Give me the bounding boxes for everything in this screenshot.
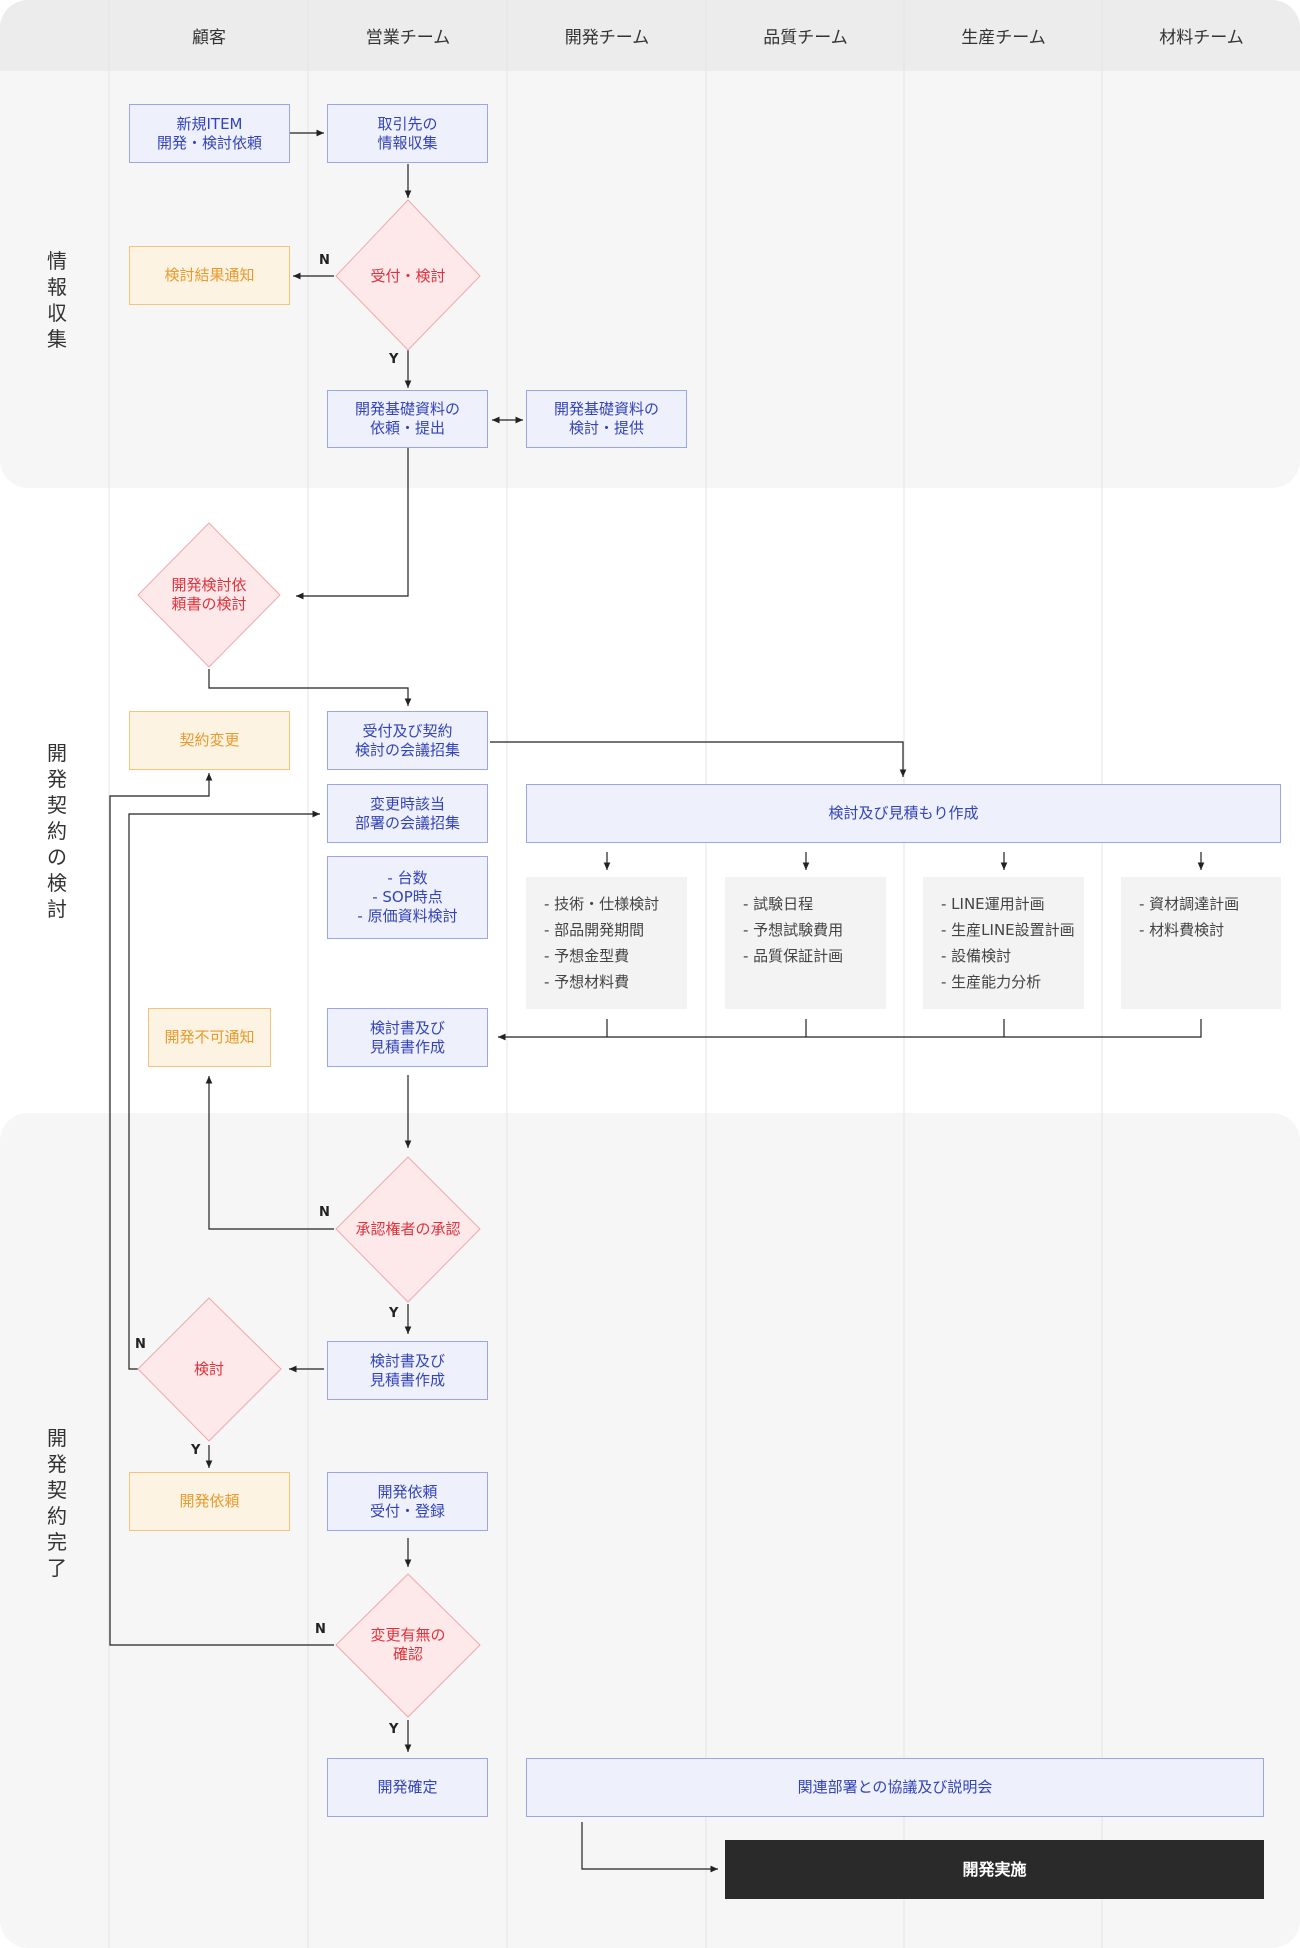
node-review-items: - 台数 - SOP時点 - 原価資料検討	[327, 856, 488, 939]
no-label-review: N	[135, 1337, 146, 1352]
list-production-tasks: - LINE運用計画 - 生産LINE設置計画 - 設備検討 - 生産能力分析	[923, 877, 1084, 1009]
decision-accept-review: 受付・検討	[370, 266, 446, 285]
yes-label-approval: Y	[389, 1306, 399, 1321]
lane-header-quality: 品質チーム	[763, 28, 848, 48]
no-label-change-check: N	[315, 1622, 326, 1637]
node-new-item-request: 新規ITEM 開発・検討依頼	[129, 104, 290, 163]
connectors	[109, 129, 1205, 1873]
list-development-tasks: - 技術・仕様検討 - 部品開発期間 - 予想金型費 - 予想材料費	[526, 877, 687, 1009]
node-result-notice: 検討結果通知	[129, 246, 290, 305]
phase-label-contract-review: 開 発 契 約 の 検 討	[47, 741, 67, 921]
node-contract-change: 契約変更	[129, 711, 290, 770]
no-label-accept-review: N	[319, 253, 330, 268]
node-docs-create-2: 検討書及び 見積書作成	[327, 1341, 488, 1400]
lane-header-customer: 顧客	[192, 28, 226, 48]
lane-header-material: 材料チーム	[1159, 28, 1244, 48]
phase-label-info: 情 報 収 集	[47, 249, 67, 351]
decision-request-review: 開発検討依 頼書の検討	[171, 576, 247, 613]
yes-label-change-check: Y	[389, 1722, 399, 1737]
node-basic-docs-request: 開発基礎資料の 依頼・提出	[327, 390, 488, 448]
diamond-request-review	[137, 522, 281, 668]
node-dev-register: 開発依頼 受付・登録	[327, 1472, 488, 1531]
phase-band-info	[0, 0, 1300, 488]
node-discussion-meeting: 関連部署との協議及び説明会	[526, 1758, 1264, 1817]
diamond-approval	[335, 1156, 481, 1303]
decision-change-check: 変更有無の 確認	[370, 1626, 446, 1663]
decision-approval: 承認権者の承認	[355, 1219, 461, 1238]
node-dev-request: 開発依頼	[129, 1472, 290, 1531]
node-collect-info: 取引先の 情報収集	[327, 104, 488, 163]
node-accept-contract-meeting: 受付及び契約 検討の会議招集	[327, 711, 488, 770]
node-change-meeting: 変更時該当 部署の会議招集	[327, 784, 488, 843]
node-basic-docs-review: 開発基礎資料の 検討・提供	[526, 390, 687, 448]
lane-dividers	[108, 0, 1103, 1948]
no-label-approval: N	[319, 1205, 330, 1220]
node-dev-execution: 開発実施	[725, 1840, 1264, 1899]
yes-label-accept-review: Y	[389, 352, 399, 367]
lane-header-production: 生産チーム	[961, 28, 1046, 48]
phase-label-contract-complete: 開 発 契 約 完 了	[47, 1426, 67, 1580]
node-dev-impossible-notice: 開発不可通知	[148, 1008, 271, 1067]
yes-label-review: Y	[191, 1443, 201, 1458]
lane-header-sales: 営業チーム	[365, 28, 451, 48]
diamond-change-check	[335, 1573, 481, 1718]
list-material-tasks: - 資材調達計画 - 材料費検討	[1121, 877, 1281, 1009]
decision-diamonds	[137, 199, 481, 1718]
node-dev-confirm: 開発確定	[327, 1758, 488, 1817]
lane-header-development: 開発チーム	[564, 28, 650, 48]
node-estimate-create: 検討及び見積もり作成	[526, 784, 1281, 843]
diamond-accept-review	[335, 199, 481, 351]
list-quality-tasks: - 試験日程 - 予想試験費用 - 品質保証計画	[725, 877, 886, 1009]
phase-band-complete	[0, 1113, 1300, 1948]
diamond-review	[137, 1297, 282, 1442]
decision-review: 検討	[193, 1359, 224, 1378]
node-docs-create-1: 検討書及び 見積書作成	[327, 1008, 488, 1067]
